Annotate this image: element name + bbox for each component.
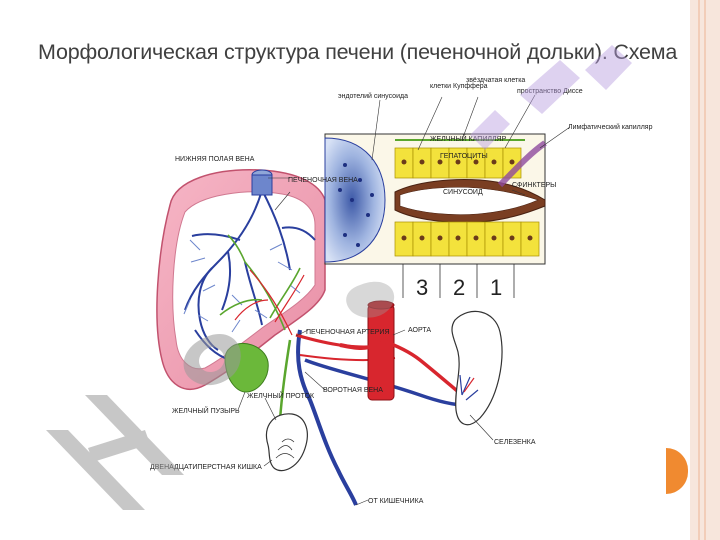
label-stellate: звёздчатая клетка xyxy=(466,77,525,84)
label-portal-vein: ВОРОТНАЯ ВЕНА xyxy=(323,387,383,394)
zone-label-2: 2 xyxy=(453,275,465,300)
label-lymph: Лимфатический капилляр xyxy=(568,123,653,131)
label-aorta: АОРТА xyxy=(408,327,431,334)
label-spleen: СЕЛЕЗЕНКА xyxy=(494,439,536,446)
watermark-violet xyxy=(470,45,632,150)
label-bile-capillary: ЖЕЛЧНЫЙ КАПИЛЛЯР xyxy=(430,134,507,143)
label-hepatocytes: ГЕПАТОЦИТЫ xyxy=(440,153,488,160)
duodenum xyxy=(266,413,308,472)
label-endothelium: эндотелий синусоида xyxy=(338,92,408,100)
label-kupffer: клетки Купффера xyxy=(430,83,488,90)
label-disse: пространство Диссе xyxy=(517,88,583,95)
border-line xyxy=(704,0,706,540)
page-title: Морфологическая структура печени (печено… xyxy=(38,40,678,64)
label-gallbladder: ЖЕЛЧНЫЙ ПУЗЫРЬ xyxy=(172,406,240,415)
aorta xyxy=(339,300,464,401)
label-duodenum: ДВЕНАДЦАТИПЕРСТНАЯ КИШКА xyxy=(150,464,262,471)
label-hepatic-vein: ПЕЧЕНОЧНАЯ ВЕНА xyxy=(288,177,358,184)
label-hepatic-artery: ПЕЧЕНОЧНАЯ АРТЕРИЯ xyxy=(306,329,390,336)
lobule-inset xyxy=(324,133,547,298)
zone-label-1: 1 xyxy=(490,275,502,300)
border-line xyxy=(698,0,700,540)
label-sphincters: СФИНКТЕРЫ xyxy=(512,182,556,189)
label-sinusoid: СИНУСОИД xyxy=(443,189,483,196)
label-from-intestine: ОТ КИШЕЧНИКА xyxy=(368,498,424,505)
watermark xyxy=(46,281,395,510)
label-ivc: НИЖНЯЯ ПОЛАЯ ВЕНА xyxy=(175,156,255,163)
liver xyxy=(156,169,326,390)
hepatocyte-row-bottom xyxy=(394,221,540,257)
decorative-tab xyxy=(666,448,688,494)
spleen xyxy=(451,310,503,426)
zone-label-3: 3 xyxy=(416,275,428,300)
label-bile-duct: ЖЕЛЧНЫЙ ПРОТОК xyxy=(247,391,315,400)
